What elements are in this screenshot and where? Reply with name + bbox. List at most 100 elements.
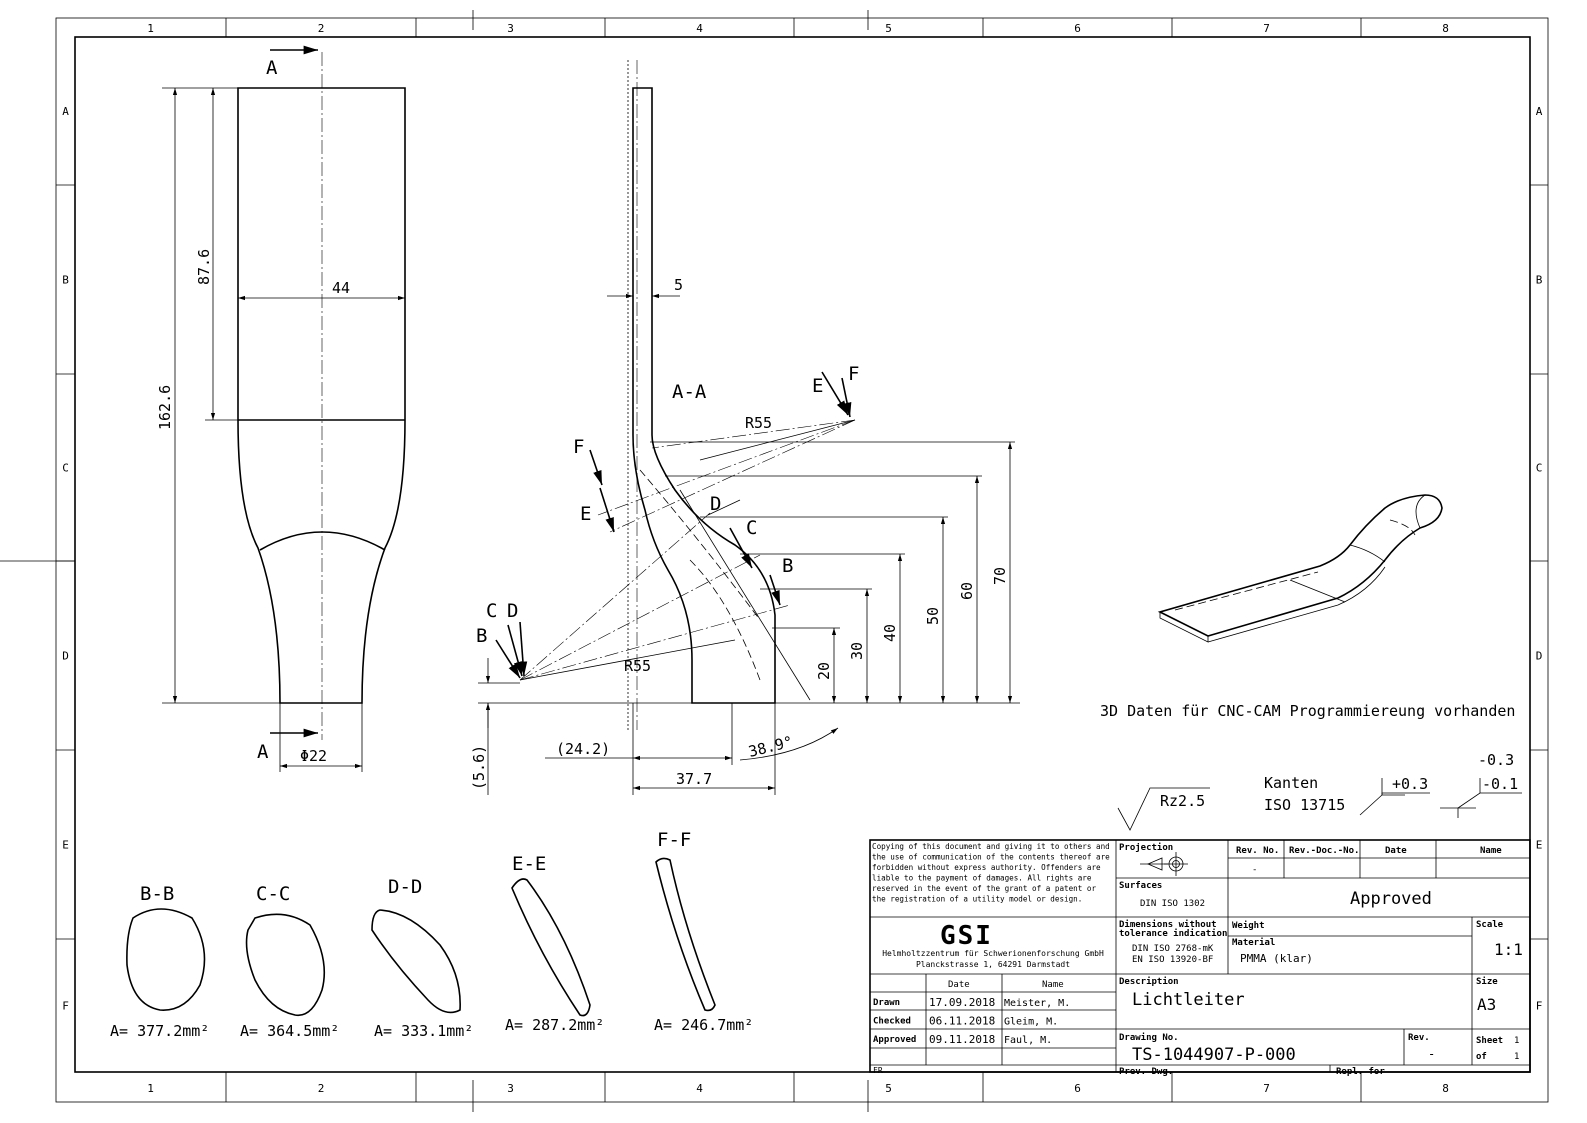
- dim-radius-upper: R55: [745, 414, 772, 432]
- dim-offset-vertical: (5.6): [470, 745, 488, 790]
- approval-role: Checked: [873, 1017, 911, 1027]
- grid-col-label: 3: [507, 22, 514, 35]
- dim-height-60: 60: [958, 582, 976, 600]
- sheet-value: 1: [1514, 1036, 1519, 1046]
- cut-label-b: B: [782, 555, 793, 577]
- of-label: of: [1476, 1052, 1487, 1062]
- grid-col-label: 8: [1442, 22, 1449, 35]
- grid-col-label: 4: [696, 1082, 703, 1095]
- drawing-no-label: Drawing No.: [1119, 1032, 1179, 1043]
- prev-dwg-value: -: [1258, 1067, 1263, 1076]
- copyright-notice: Copying of this document and giving it t…: [872, 842, 1110, 904]
- repl-for-value: -: [1452, 1067, 1457, 1076]
- dim-height-30: 30: [848, 642, 866, 660]
- cut-label-d: D: [710, 493, 721, 515]
- section-title-aa: A-A: [672, 381, 707, 403]
- cut-label-c-left: C: [486, 600, 497, 622]
- company-logo: GSI: [940, 921, 993, 951]
- drawing-number: TS-1044907-P-000: [1132, 1045, 1296, 1065]
- rev-no-label: Rev. No.: [1236, 846, 1279, 856]
- grid-col-label: 4: [696, 22, 703, 35]
- grid-col-label: 5: [885, 22, 892, 35]
- fr-label: FR: [873, 1066, 883, 1075]
- edges-label: Kanten: [1264, 774, 1318, 792]
- cut-label-c: C: [746, 517, 757, 539]
- dimensions-value-1: DIN ISO 2768-mK: [1132, 944, 1214, 954]
- isometric-view: 3D Daten für CNC-CAM Programmiereung vor…: [1100, 494, 1515, 720]
- cut-label-b-left: B: [476, 625, 487, 647]
- dimensions-label-1: Dimensions without: [1119, 919, 1217, 930]
- grid-row-label: C: [1536, 462, 1543, 475]
- description-value: Lichtleiter: [1132, 990, 1245, 1010]
- size-label: Size: [1476, 976, 1498, 987]
- section-ff: F-F A= 246.7mm²: [654, 829, 753, 1034]
- section-bb: B-B A= 377.2mm²: [110, 883, 209, 1040]
- copyright-line: reserved in the event of the grant of a …: [872, 884, 1096, 893]
- grid-col-label: 6: [1074, 1082, 1081, 1095]
- scale-value: 1:1: [1494, 940, 1523, 959]
- cross-sections: B-B A= 377.2mm² C-C A= 364.5mm² D-D A= 3…: [110, 829, 753, 1040]
- grid-row-label: A: [1536, 105, 1543, 118]
- weight-label: Weight: [1232, 920, 1265, 931]
- rev-doc-label: Rev.-Doc.-No.: [1289, 846, 1359, 856]
- rev-label: Rev.: [1408, 1033, 1430, 1043]
- dimensions-label-2: tolerance indication: [1119, 928, 1227, 939]
- grid-col-label: 3: [507, 1082, 514, 1095]
- dim-width-section: 37.7: [676, 770, 712, 788]
- material-label: Material: [1232, 937, 1275, 948]
- cutting-plane-arrows: [495, 371, 852, 679]
- status-approved: Approved: [1350, 889, 1432, 909]
- grid-row-label: F: [62, 1000, 69, 1013]
- cut-label-e-top: E: [812, 375, 823, 397]
- surface-roughness: Rz2.5: [1160, 792, 1205, 810]
- grid-row-label: E: [62, 839, 69, 852]
- scale-label: Scale: [1476, 920, 1504, 930]
- dim-thickness: 5: [674, 276, 683, 294]
- projection-symbol-icon: [1140, 852, 1188, 876]
- section-cc-title: C-C: [256, 883, 290, 905]
- edge-tolerance-2-top: -0.3: [1478, 751, 1514, 769]
- section-a-label-bottom: A: [257, 741, 269, 763]
- approval-date: 06.11.2018: [929, 1015, 995, 1028]
- grid-row-label: F: [1536, 1000, 1543, 1013]
- front-view: A A 162.6 87.6 44 Φ22: [156, 45, 406, 772]
- section-dd: D-D A= 333.1mm²: [371, 876, 473, 1040]
- company-name: Helmholtzzentrum für Schwerionenforschun…: [882, 949, 1104, 958]
- edges-standard: ISO 13715: [1264, 796, 1345, 814]
- size-value: A3: [1477, 995, 1496, 1014]
- section-ff-area: A= 246.7mm²: [654, 1016, 753, 1034]
- edge-symbols: Kanten ISO 13715 +0.3 -0.3 -0.1: [1264, 751, 1522, 818]
- dim-height-70: 70: [991, 567, 1009, 585]
- copyright-line: the use of communication of the contents…: [872, 853, 1110, 862]
- repl-for-label: Repl. for: [1336, 1067, 1385, 1077]
- dim-height-50: 50: [924, 607, 942, 625]
- rev-date-label: Date: [1385, 846, 1407, 856]
- dim-diameter: Φ22: [300, 747, 327, 765]
- title-block: Copying of this document and giving it t…: [869, 839, 1531, 1077]
- approval-role: Approved: [873, 1035, 916, 1045]
- col-header-name: Name: [1042, 980, 1064, 990]
- approval-name: Faul, M.: [1004, 1035, 1052, 1046]
- approval-date: 09.11.2018: [929, 1033, 995, 1046]
- surfaces-label: Surfaces: [1119, 881, 1162, 891]
- of-value: 1: [1514, 1052, 1519, 1062]
- grid-col-label: 1: [147, 22, 154, 35]
- prev-dwg-label: Prev. Dwg.: [1119, 1067, 1173, 1077]
- section-cc: C-C A= 364.5mm²: [240, 883, 339, 1040]
- dimensions-value-2: EN ISO 13920-BF: [1132, 955, 1213, 965]
- copyright-line: forbidden without express authority. Off…: [872, 863, 1101, 872]
- approval-name: Gleim, M.: [1004, 1017, 1058, 1028]
- dim-height-20: 20: [815, 662, 833, 680]
- dim-radius-lower: R55: [624, 657, 651, 675]
- note-3d-data: 3D Daten für CNC-CAM Programmiereung vor…: [1100, 702, 1515, 720]
- dim-angle: 38.9°: [747, 732, 795, 760]
- projection-label: Projection: [1119, 842, 1173, 853]
- grid-row-label: B: [62, 274, 69, 287]
- edge-tolerance-2-bottom: -0.1: [1482, 775, 1518, 793]
- section-dd-title: D-D: [388, 876, 422, 898]
- gsi-logo: GSI: [940, 921, 993, 951]
- section-ee-title: E-E: [512, 853, 546, 875]
- dim-height-upper: 87.6: [195, 249, 213, 285]
